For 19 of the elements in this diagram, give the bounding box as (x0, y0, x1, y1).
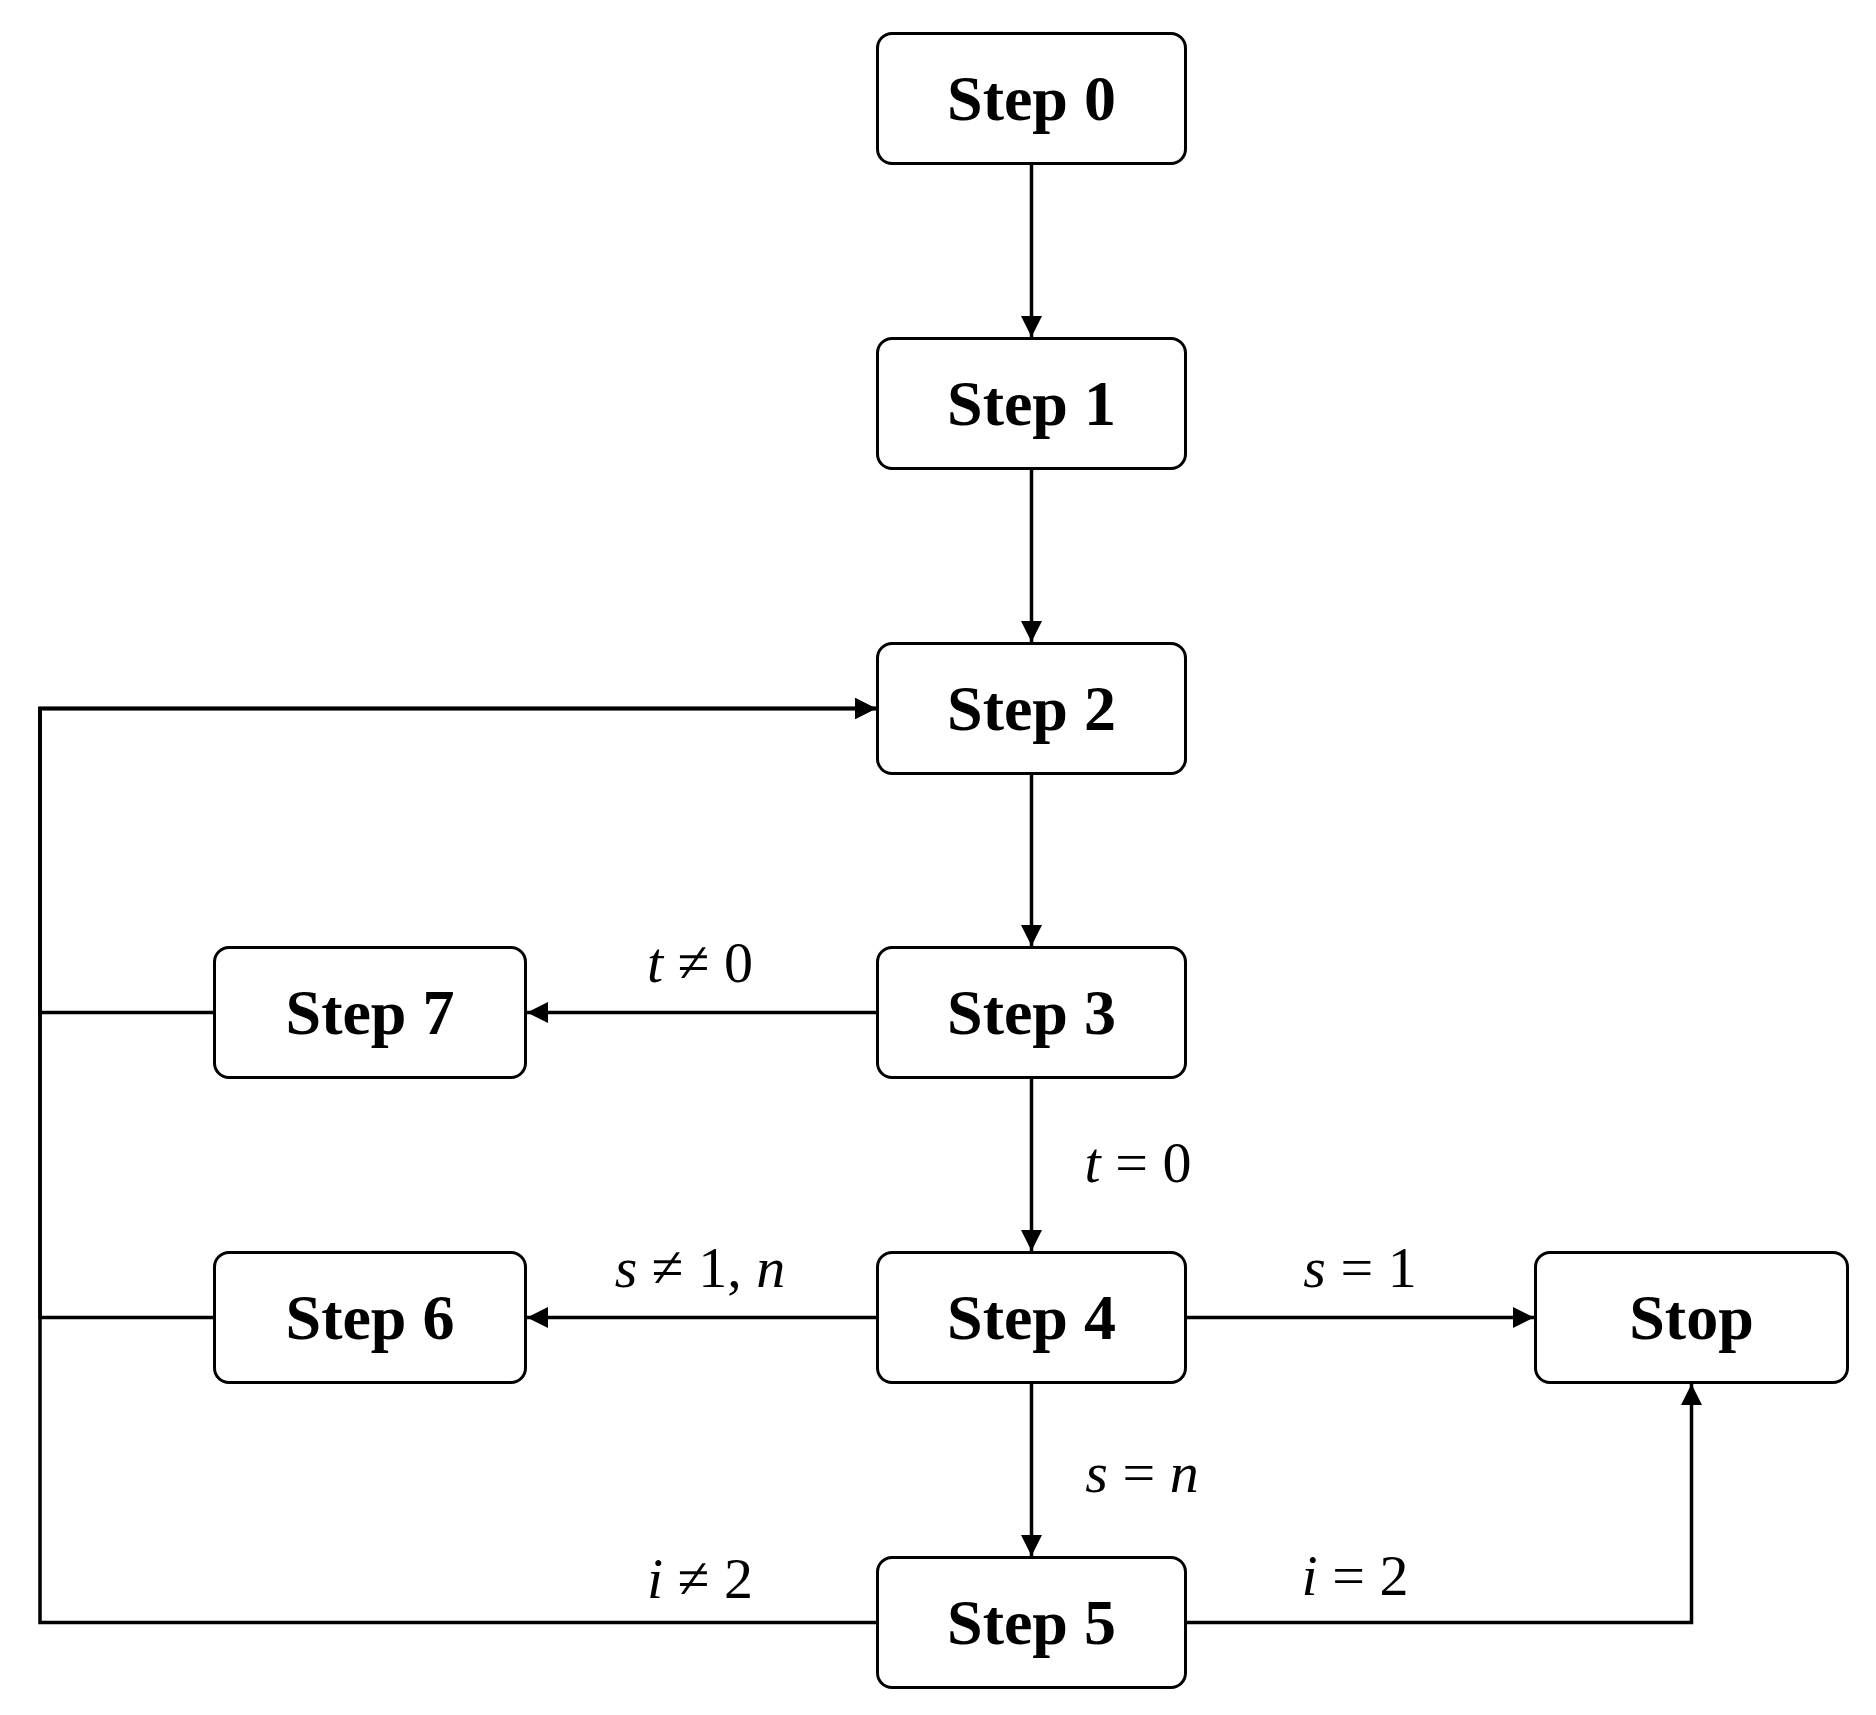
process-box (213, 1251, 527, 1384)
process-box (213, 946, 527, 1079)
arrow (1021, 470, 1042, 642)
arrow (1021, 1384, 1042, 1556)
process-box (1534, 1251, 1849, 1384)
arrow (1021, 1079, 1042, 1251)
process-box (876, 946, 1187, 1079)
process-box (876, 32, 1187, 165)
process-box (876, 1251, 1187, 1384)
arrow (1187, 1384, 1702, 1625)
arrow (1187, 1307, 1534, 1328)
process-box (876, 337, 1187, 470)
process-box (876, 642, 1187, 775)
arrow (38, 698, 876, 1625)
arrow (1021, 165, 1042, 337)
arrow (527, 1002, 876, 1023)
arrow (1021, 775, 1042, 946)
process-box (876, 1556, 1187, 1689)
arrow (527, 1307, 876, 1328)
